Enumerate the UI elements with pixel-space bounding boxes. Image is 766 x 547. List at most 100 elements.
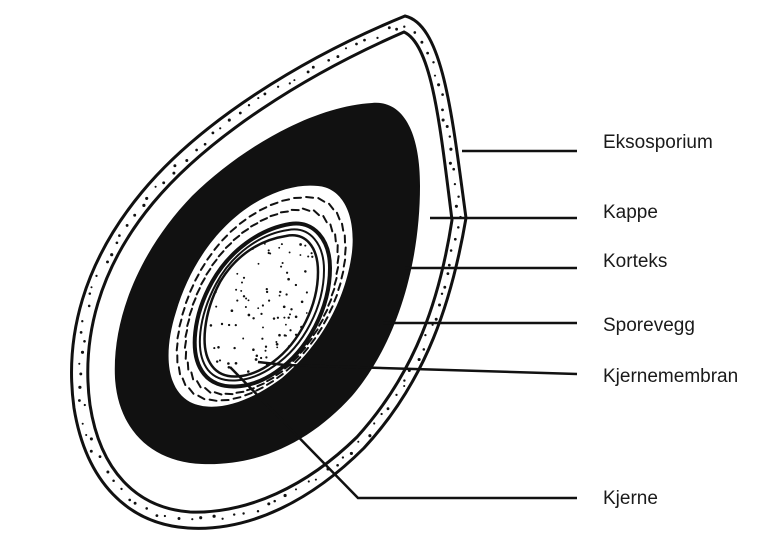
- exosporium-dot: [142, 204, 145, 207]
- exosporium-dot: [126, 224, 129, 227]
- exosporium-dot: [110, 253, 113, 256]
- exosporium-dot: [441, 293, 443, 295]
- exosporium-dot: [443, 286, 446, 289]
- label-sporevegg: Sporevegg: [603, 316, 695, 335]
- core-dot: [276, 343, 279, 346]
- core-dot: [231, 309, 234, 312]
- exosporium-dot: [434, 75, 436, 77]
- core-dot: [236, 273, 238, 275]
- exosporium-dot: [441, 109, 444, 112]
- core-dot: [260, 357, 262, 359]
- exosporium-dot: [116, 241, 119, 244]
- core-dot: [261, 338, 263, 340]
- exosporium-dot: [442, 118, 445, 121]
- exosporium-dot: [233, 513, 235, 515]
- exosporium-dot: [432, 61, 434, 63]
- core-dot: [311, 252, 313, 254]
- exosporium-dot: [437, 83, 440, 86]
- core-dot: [245, 306, 247, 308]
- exosporium-dot: [263, 92, 266, 95]
- core-dot: [285, 324, 287, 326]
- exosporium-dot: [185, 159, 188, 162]
- core-dot: [235, 289, 237, 291]
- spore-wall-dash: [237, 392, 244, 393]
- exosporium-dot: [395, 394, 397, 396]
- core-dot: [299, 243, 302, 246]
- exosporium-dot: [78, 386, 81, 389]
- core-dot: [268, 300, 270, 302]
- core-dot: [282, 262, 284, 264]
- exosporium-dot: [450, 249, 453, 252]
- core-dot: [264, 243, 266, 245]
- exosporium-dot: [120, 488, 122, 490]
- label-korteks: Korteks: [603, 252, 667, 271]
- exosporium-dot: [446, 125, 449, 128]
- exosporium-dot: [380, 413, 382, 415]
- core-dot: [287, 316, 289, 318]
- core-dot: [306, 291, 308, 293]
- core-dot: [281, 243, 283, 245]
- core-dot: [266, 291, 268, 293]
- core-dot: [295, 316, 298, 319]
- spore-wall-dash: [344, 260, 345, 267]
- exosporium-dot: [289, 82, 291, 84]
- exosporium-dot: [78, 399, 81, 402]
- exosporium-dot: [133, 214, 136, 217]
- core-dot: [245, 297, 247, 299]
- core-dot: [301, 301, 304, 304]
- exosporium-dot: [336, 55, 339, 58]
- exosporium-dot: [145, 507, 148, 510]
- core-dot: [289, 251, 291, 253]
- exosporium-dot: [106, 471, 109, 474]
- exosporium-dot: [438, 304, 441, 307]
- exosporium-dot: [418, 358, 421, 361]
- core-dot: [290, 308, 292, 310]
- exosporium-dot: [449, 162, 452, 165]
- core-dot: [279, 295, 281, 297]
- core-dot: [235, 324, 237, 326]
- core-dot: [217, 346, 220, 349]
- exosporium-dot: [273, 500, 276, 503]
- exosporium-dot: [221, 518, 223, 520]
- core-dot: [283, 317, 285, 319]
- spore-wall-dash: [282, 199, 289, 200]
- core-dot: [268, 252, 270, 254]
- exosporium-dot: [162, 181, 165, 184]
- exosporium-dot: [228, 119, 231, 122]
- exosporium-dot: [449, 135, 451, 137]
- exosporium-dot: [423, 348, 426, 351]
- core-dot: [278, 334, 281, 337]
- core-dot: [277, 317, 279, 319]
- exosporium-dot: [257, 510, 259, 512]
- exosporium-dot: [363, 39, 366, 42]
- exosporium-dot: [413, 31, 416, 34]
- label-kjernemembran: Kjernemembran: [603, 367, 738, 386]
- core-dot: [283, 305, 286, 308]
- core-dot: [219, 359, 221, 361]
- core-dot: [311, 256, 313, 258]
- exosporium-dot: [295, 488, 297, 490]
- core-dot: [260, 313, 262, 315]
- exosporium-dot: [134, 502, 137, 505]
- exosporium-dot: [457, 195, 459, 197]
- exosporium-dot: [199, 516, 202, 519]
- exosporium-dot: [79, 372, 82, 375]
- core-dot: [280, 266, 282, 268]
- core-dot: [304, 245, 306, 247]
- exosporium-dot: [178, 517, 181, 520]
- core-dot: [257, 307, 259, 309]
- core-dot: [276, 346, 278, 348]
- core-dot: [265, 350, 267, 352]
- core-dot: [241, 282, 243, 284]
- core-dot: [295, 334, 297, 336]
- spore-wall-dash: [178, 332, 179, 339]
- exosporium-dot: [128, 499, 131, 502]
- exosporium-dot: [172, 172, 175, 175]
- core-dot: [216, 360, 218, 362]
- exosporium-dot: [118, 234, 121, 237]
- core-dot: [278, 247, 280, 249]
- exosporium-dot: [277, 86, 279, 88]
- exosporium-dot: [191, 518, 193, 520]
- core-dot: [258, 263, 260, 265]
